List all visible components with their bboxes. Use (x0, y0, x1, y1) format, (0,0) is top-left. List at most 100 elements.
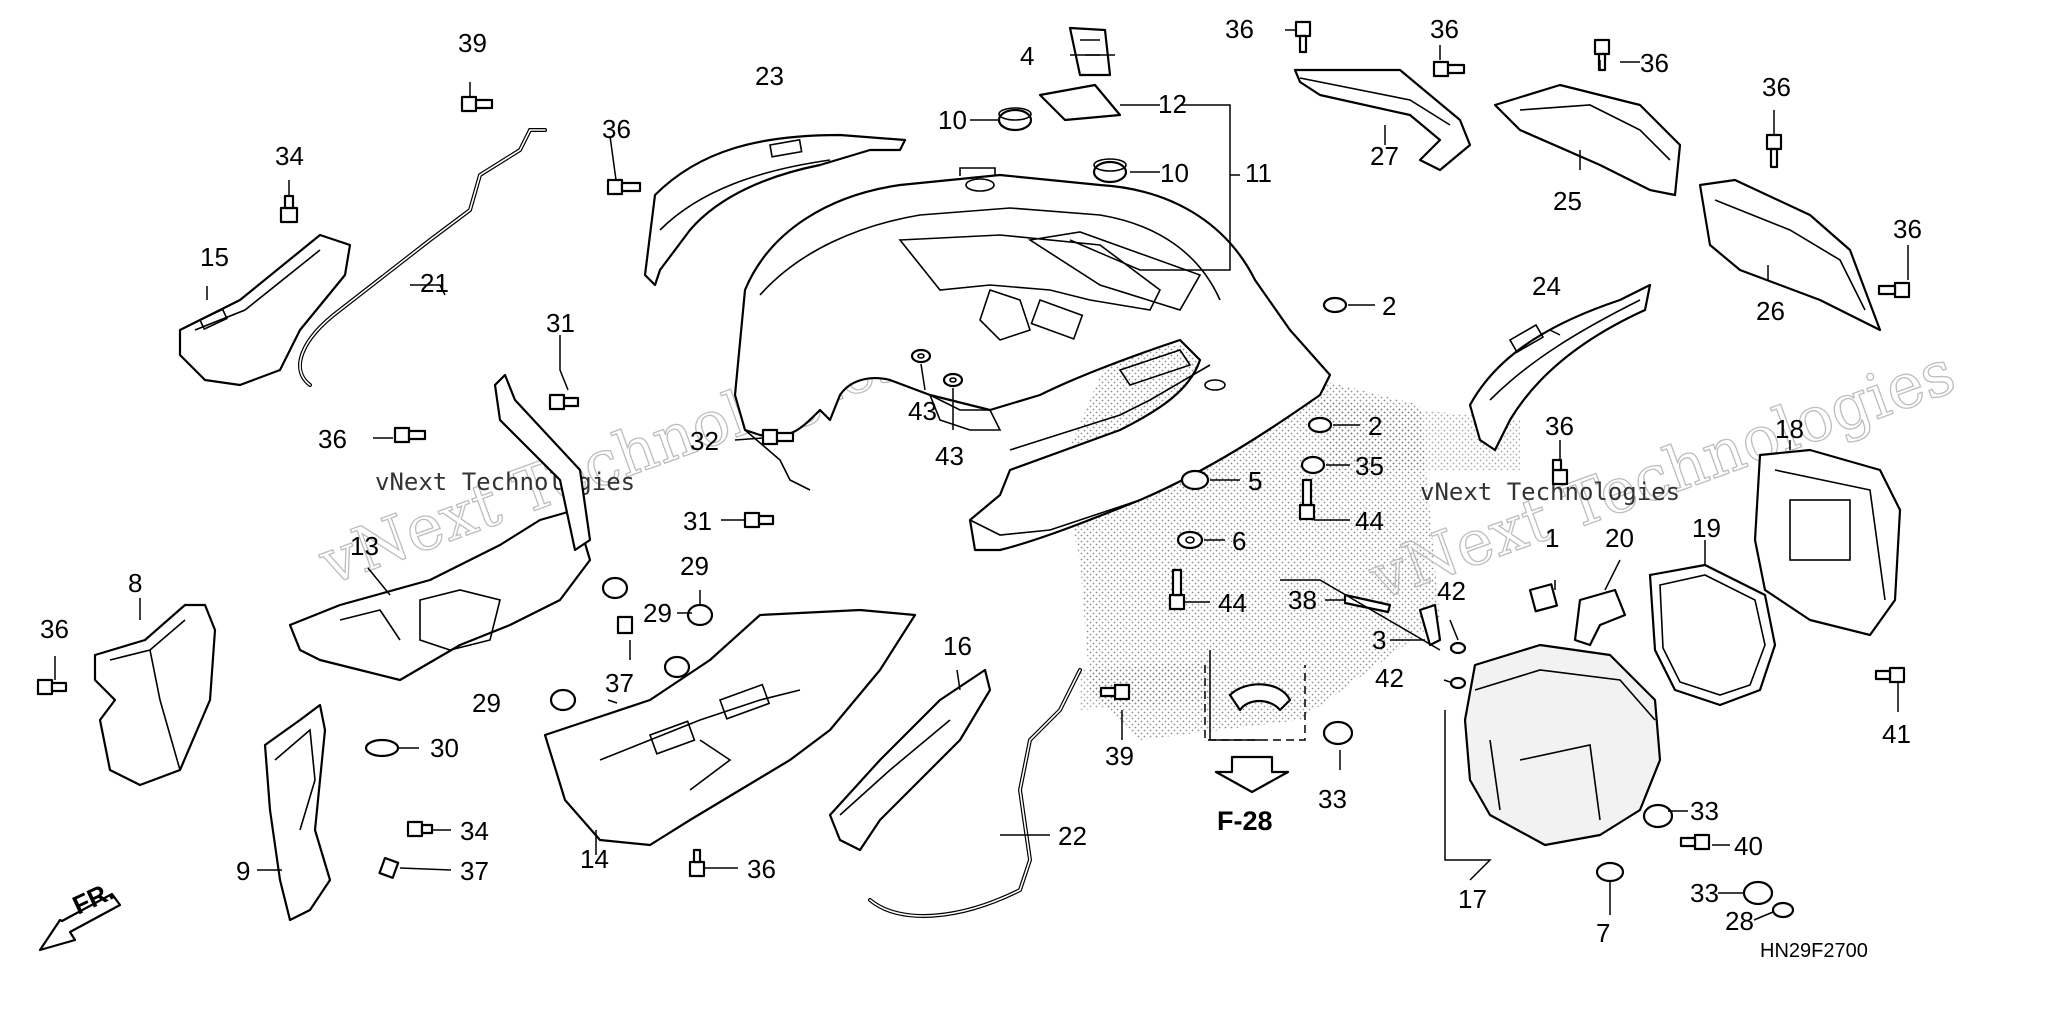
bolt-36i (36, 678, 68, 696)
callout-13: 13 (350, 531, 379, 561)
callout-29: 29 (472, 688, 501, 718)
washer-43b (942, 372, 964, 388)
hardware (36, 20, 1911, 919)
grommet-29c (663, 655, 691, 679)
part-25 (1493, 83, 1682, 197)
part-20 (1573, 588, 1627, 647)
callout-34: 34 (275, 141, 304, 171)
bolt-34b (406, 820, 434, 838)
callout-37: 37 (460, 856, 489, 886)
bolt-41 (1874, 666, 1906, 684)
bolt-36g (1551, 458, 1569, 486)
clamp (1228, 683, 1292, 712)
bolt-36a (606, 178, 642, 196)
callout-43: 43 (935, 441, 964, 471)
callout-20: 20 (1605, 523, 1634, 553)
bolt-36d (1593, 38, 1611, 72)
grommet-42b (1449, 676, 1467, 690)
callout-36: 36 (1430, 14, 1459, 44)
callout-44: 44 (1218, 588, 1247, 618)
callout-41: 41 (1882, 719, 1911, 749)
callout-37: 37 (605, 668, 634, 698)
part-rear-fender (733, 167, 1332, 552)
callout-42: 42 (1437, 576, 1466, 606)
front-arrow: FR. (38, 876, 122, 952)
part-23 (643, 133, 907, 287)
part-4 (1068, 26, 1112, 77)
callout-34: 34 (460, 816, 489, 846)
grommet-42a (1449, 641, 1467, 655)
bolt-36e (1765, 133, 1783, 169)
part-15 (178, 233, 352, 387)
callout-36: 36 (40, 614, 69, 644)
bolt-44a (1298, 478, 1316, 521)
callout-29: 29 (643, 598, 672, 628)
bolt-32 (761, 428, 795, 446)
callout-4: 4 (1020, 41, 1034, 71)
callout-30: 30 (430, 733, 459, 763)
callout-24: 24 (1532, 271, 1561, 301)
callout-25: 25 (1553, 186, 1582, 216)
svg-text:vNext Technologies: vNext Technologies (375, 468, 635, 496)
callout-44: 44 (1355, 506, 1384, 536)
washer-6 (1176, 530, 1204, 550)
grommet-2a (1322, 296, 1348, 314)
callout-36: 36 (1893, 214, 1922, 244)
callout-36: 36 (318, 424, 347, 454)
callout-28: 28 (1725, 906, 1754, 936)
part-9 (263, 703, 332, 922)
part-10-grommet-a (997, 107, 1033, 132)
part-8 (93, 603, 217, 787)
callouts: 39 34 15 21 36 23 4 12 10 10 11 36 27 36… (40, 14, 1922, 948)
grommet-29a (601, 576, 629, 600)
washer-43a (910, 348, 932, 364)
f28-label: F-28 (1217, 806, 1273, 836)
spring-30 (364, 738, 400, 758)
part-22-cable (868, 668, 1082, 918)
callout-27: 27 (1370, 141, 1399, 171)
part-26 (1698, 178, 1882, 332)
callout-36: 36 (1545, 411, 1574, 441)
bolt-40 (1679, 833, 1711, 851)
bolt-31b (743, 511, 775, 529)
callout-3: 3 (1372, 625, 1386, 655)
callout-36: 36 (1640, 48, 1669, 78)
part-13 (288, 373, 592, 682)
callout-18: 18 (1775, 414, 1804, 444)
grommet-5 (1180, 469, 1210, 491)
part-19 (1648, 563, 1777, 707)
callout-14: 14 (580, 844, 609, 874)
callout-15: 15 (200, 242, 229, 272)
f28-reference: F-28 (1204, 665, 1306, 836)
callout-19: 19 (1692, 513, 1721, 543)
part-24 (1468, 283, 1652, 452)
grommet-28 (1771, 901, 1795, 919)
grommet-33c (1742, 880, 1774, 906)
grommet-7 (1595, 861, 1625, 883)
callout-21: 21 (420, 268, 449, 298)
callout-36: 36 (602, 114, 631, 144)
bolt-36j (688, 848, 706, 878)
callout-16: 16 (943, 631, 972, 661)
grommet-2b (1307, 416, 1333, 434)
part-27 (1293, 68, 1472, 172)
callout-33: 33 (1318, 784, 1347, 814)
bolt-44b (1168, 568, 1186, 611)
part-14 (543, 608, 917, 847)
bolt-31a (548, 393, 580, 411)
part-10-grommet-b (1092, 158, 1128, 184)
callout-33: 33 (1690, 878, 1719, 908)
callout-40: 40 (1734, 831, 1763, 861)
callout-31: 31 (683, 506, 712, 536)
part-18 (1753, 448, 1902, 637)
callout-11: 11 (1245, 158, 1272, 188)
callout-39: 39 (1105, 741, 1134, 771)
callout-32: 32 (690, 426, 719, 456)
callout-17: 17 (1458, 884, 1487, 914)
callout-31: 31 (546, 308, 575, 338)
diagram-code: HN29F2700 (1760, 940, 1868, 962)
clip-37b (378, 856, 400, 879)
grommet-29b (686, 603, 714, 627)
callout-38: 38 (1288, 585, 1317, 615)
